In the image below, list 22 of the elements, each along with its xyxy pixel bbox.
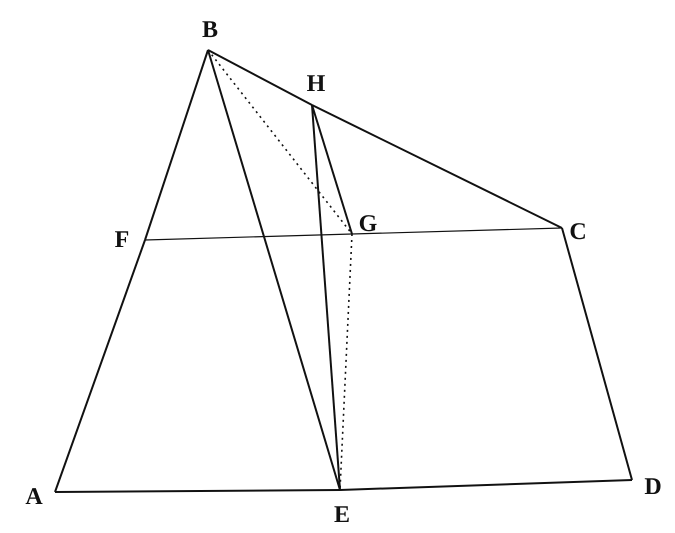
point-label: F <box>114 228 130 252</box>
line-segment <box>207 50 341 490</box>
line-segment <box>311 104 353 234</box>
line-segment <box>144 233 352 241</box>
point-label: C <box>569 220 587 244</box>
line-segment <box>561 228 633 480</box>
line-segment <box>312 104 562 229</box>
point-label: G <box>358 212 378 236</box>
line-segment <box>208 49 312 106</box>
line-segment <box>144 50 209 240</box>
line-segment <box>207 50 353 234</box>
point-label: A <box>25 485 43 509</box>
point-label: E <box>334 503 350 527</box>
line-segment <box>352 227 562 235</box>
point-label: H <box>306 72 326 96</box>
point-label: D <box>644 475 662 499</box>
line-segment <box>55 489 340 493</box>
line-segment <box>340 479 632 491</box>
line-segment <box>54 240 146 492</box>
line-segment <box>339 234 353 490</box>
point-label: B <box>202 18 218 42</box>
line-segment <box>311 104 341 490</box>
